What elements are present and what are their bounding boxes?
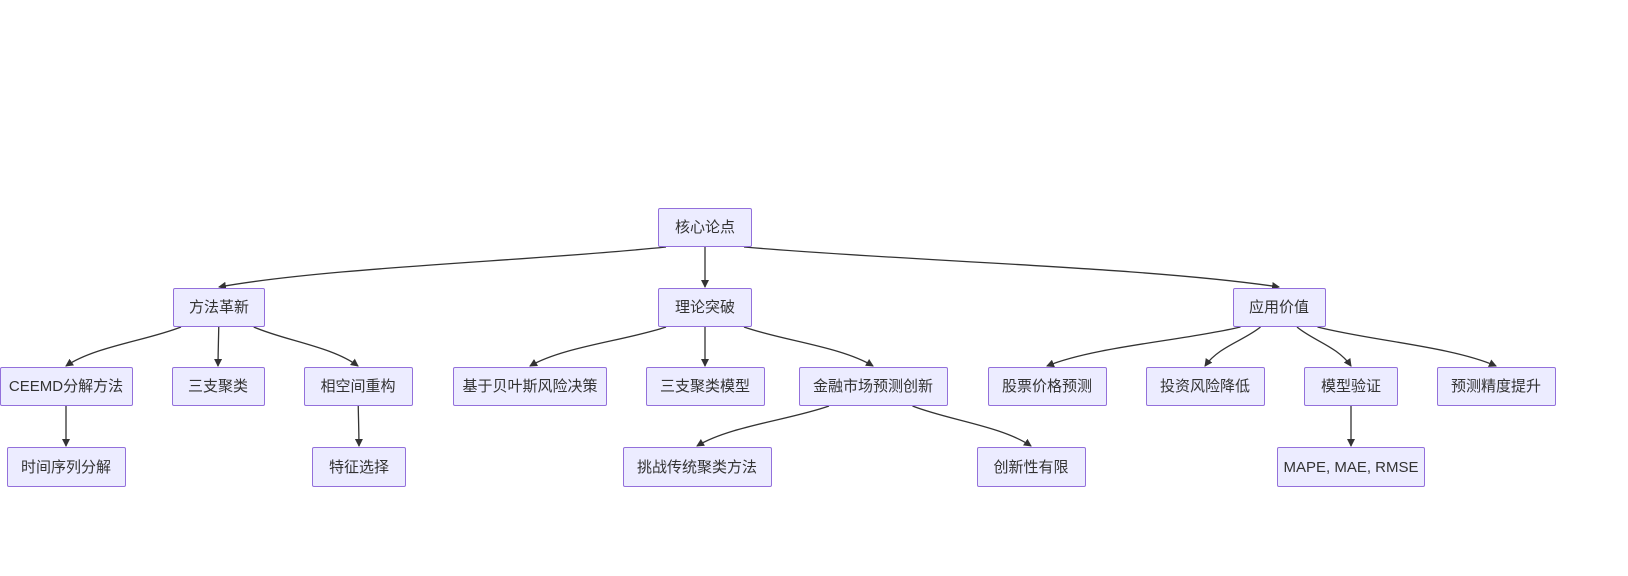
node-risk: 投资风险降低	[1145, 367, 1265, 406]
node-challenge: 挑战传统聚类方法	[622, 447, 772, 487]
edge-paths	[62, 246, 1497, 447]
edge-value-to-validate	[1296, 326, 1352, 367]
edge-finance-to-limited	[912, 405, 1032, 447]
edge-method-to-ceemd	[65, 326, 182, 367]
edge-value-to-precision	[1317, 326, 1497, 367]
edge-core-to-method	[218, 246, 667, 290]
node-phase: 相空间重构	[303, 367, 413, 406]
node-theory: 理论突破	[658, 288, 752, 327]
node-limited: 创新性有限	[976, 447, 1086, 487]
edge-finance-to-challenge	[696, 405, 830, 447]
node-featsel: 特征选择	[312, 447, 406, 487]
node-metrics: MAPE, MAE, RMSE	[1277, 447, 1425, 487]
edge-phase-to-featsel	[354, 405, 363, 447]
node-tsdecomp: 时间序列分解	[6, 447, 126, 487]
node-bayes: 基于贝叶斯风险决策	[453, 367, 607, 406]
edge-value-to-stock	[1046, 326, 1241, 368]
node-threeway: 三支聚类	[171, 367, 265, 406]
node-stock: 股票价格预测	[987, 367, 1107, 406]
node-precision: 预测精度提升	[1436, 367, 1556, 406]
edge-core-to-value	[743, 246, 1280, 290]
node-twcmodel: 三支聚类模型	[645, 367, 765, 406]
node-method: 方法革新	[173, 288, 265, 327]
edge-theory-to-finance	[743, 326, 874, 367]
node-core: 核心论点	[658, 208, 752, 247]
edge-method-to-threeway	[214, 326, 223, 367]
edge-value-to-risk	[1204, 326, 1261, 367]
node-ceemd: CEEMD分解方法	[0, 367, 133, 406]
node-validate: 模型验证	[1304, 367, 1398, 406]
edge-method-to-phase	[253, 326, 359, 367]
node-finance: 金融市场预测创新	[798, 367, 948, 406]
edge-theory-to-bayes	[529, 326, 667, 367]
node-value: 应用价值	[1232, 288, 1326, 327]
